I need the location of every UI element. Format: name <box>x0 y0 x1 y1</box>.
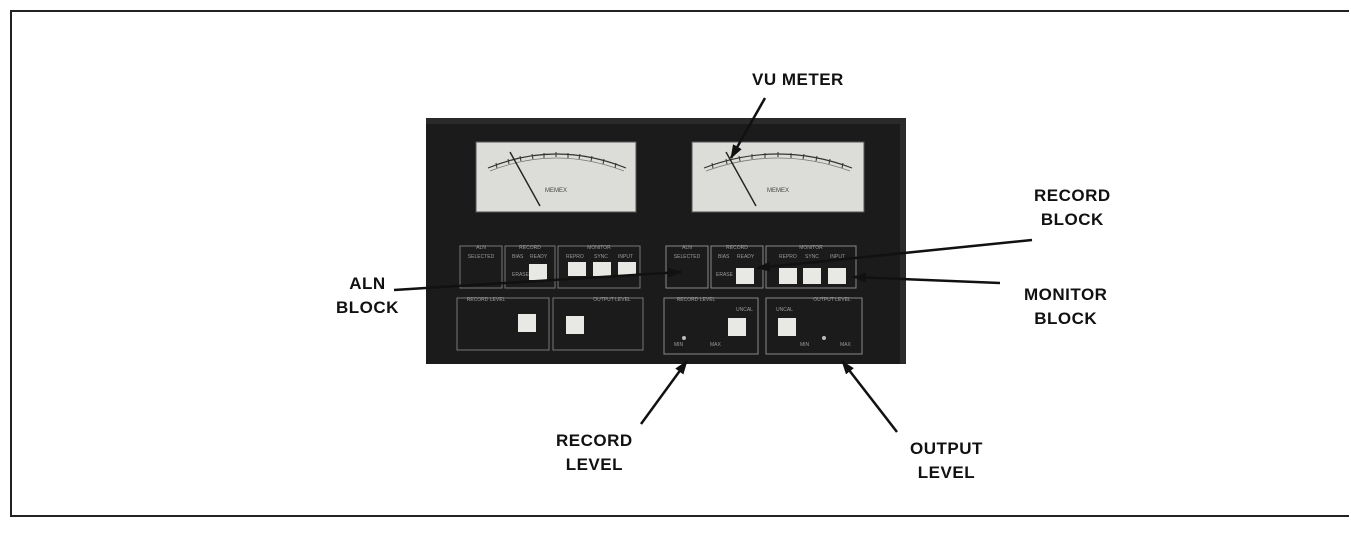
output-level-arrow <box>842 361 897 432</box>
svg-text:SELECTED: SELECTED <box>674 254 701 260</box>
record-level-label: RECORD LEVEL <box>556 429 633 477</box>
svg-text:READY: READY <box>530 254 548 260</box>
meter-label-left: MEMEX <box>545 188 567 194</box>
vu-meter-label: VU METER <box>752 68 844 92</box>
svg-text:INPUT: INPUT <box>618 254 633 260</box>
svg-text:MAX: MAX <box>710 342 722 348</box>
svg-text:OUTPUT LEVEL: OUTPUT LEVEL <box>593 297 631 303</box>
aln-block-label: ALN BLOCK <box>336 272 399 320</box>
svg-text:MONITOR: MONITOR <box>587 245 611 251</box>
svg-text:RECORD: RECORD <box>519 245 541 251</box>
output-level-label: OUTPUT LEVEL <box>910 437 983 485</box>
svg-text:MIN: MIN <box>674 342 684 348</box>
svg-text:SYNC: SYNC <box>805 254 819 260</box>
svg-text:SELECTED: SELECTED <box>468 254 495 260</box>
svg-text:ALN: ALN <box>682 245 692 251</box>
svg-text:BIAS: BIAS <box>718 254 730 260</box>
vu-meter-left: MEMEX <box>476 142 636 212</box>
svg-text:REPRO: REPRO <box>566 254 584 260</box>
svg-text:OUTPUT LEVEL: OUTPUT LEVEL <box>813 297 851 303</box>
svg-text:ERASE: ERASE <box>512 272 530 278</box>
meter-label-right: MEMEX <box>767 188 789 194</box>
vu-meter-right: MEMEX <box>692 142 864 212</box>
svg-text:MONITOR: MONITOR <box>799 245 823 251</box>
record-level-arrow <box>641 361 687 424</box>
svg-text:RECORD LEVEL: RECORD LEVEL <box>677 297 716 303</box>
monitor-block-label: MONITOR BLOCK <box>1024 283 1107 331</box>
svg-text:READY: READY <box>737 254 755 260</box>
svg-text:MAX: MAX <box>840 342 852 348</box>
svg-text:ALN: ALN <box>476 245 486 251</box>
svg-text:UNCAL: UNCAL <box>736 307 753 313</box>
svg-text:SYNC: SYNC <box>594 254 608 260</box>
svg-text:RECORD: RECORD <box>726 245 748 251</box>
record-block-label: RECORD BLOCK <box>1034 184 1111 232</box>
svg-text:REPRO: REPRO <box>779 254 797 260</box>
svg-text:RECORD LEVEL: RECORD LEVEL <box>467 297 506 303</box>
svg-text:UNCAL: UNCAL <box>776 307 793 313</box>
svg-text:ERASE: ERASE <box>716 272 734 278</box>
svg-text:BIAS: BIAS <box>512 254 524 260</box>
svg-text:MIN: MIN <box>800 342 810 348</box>
